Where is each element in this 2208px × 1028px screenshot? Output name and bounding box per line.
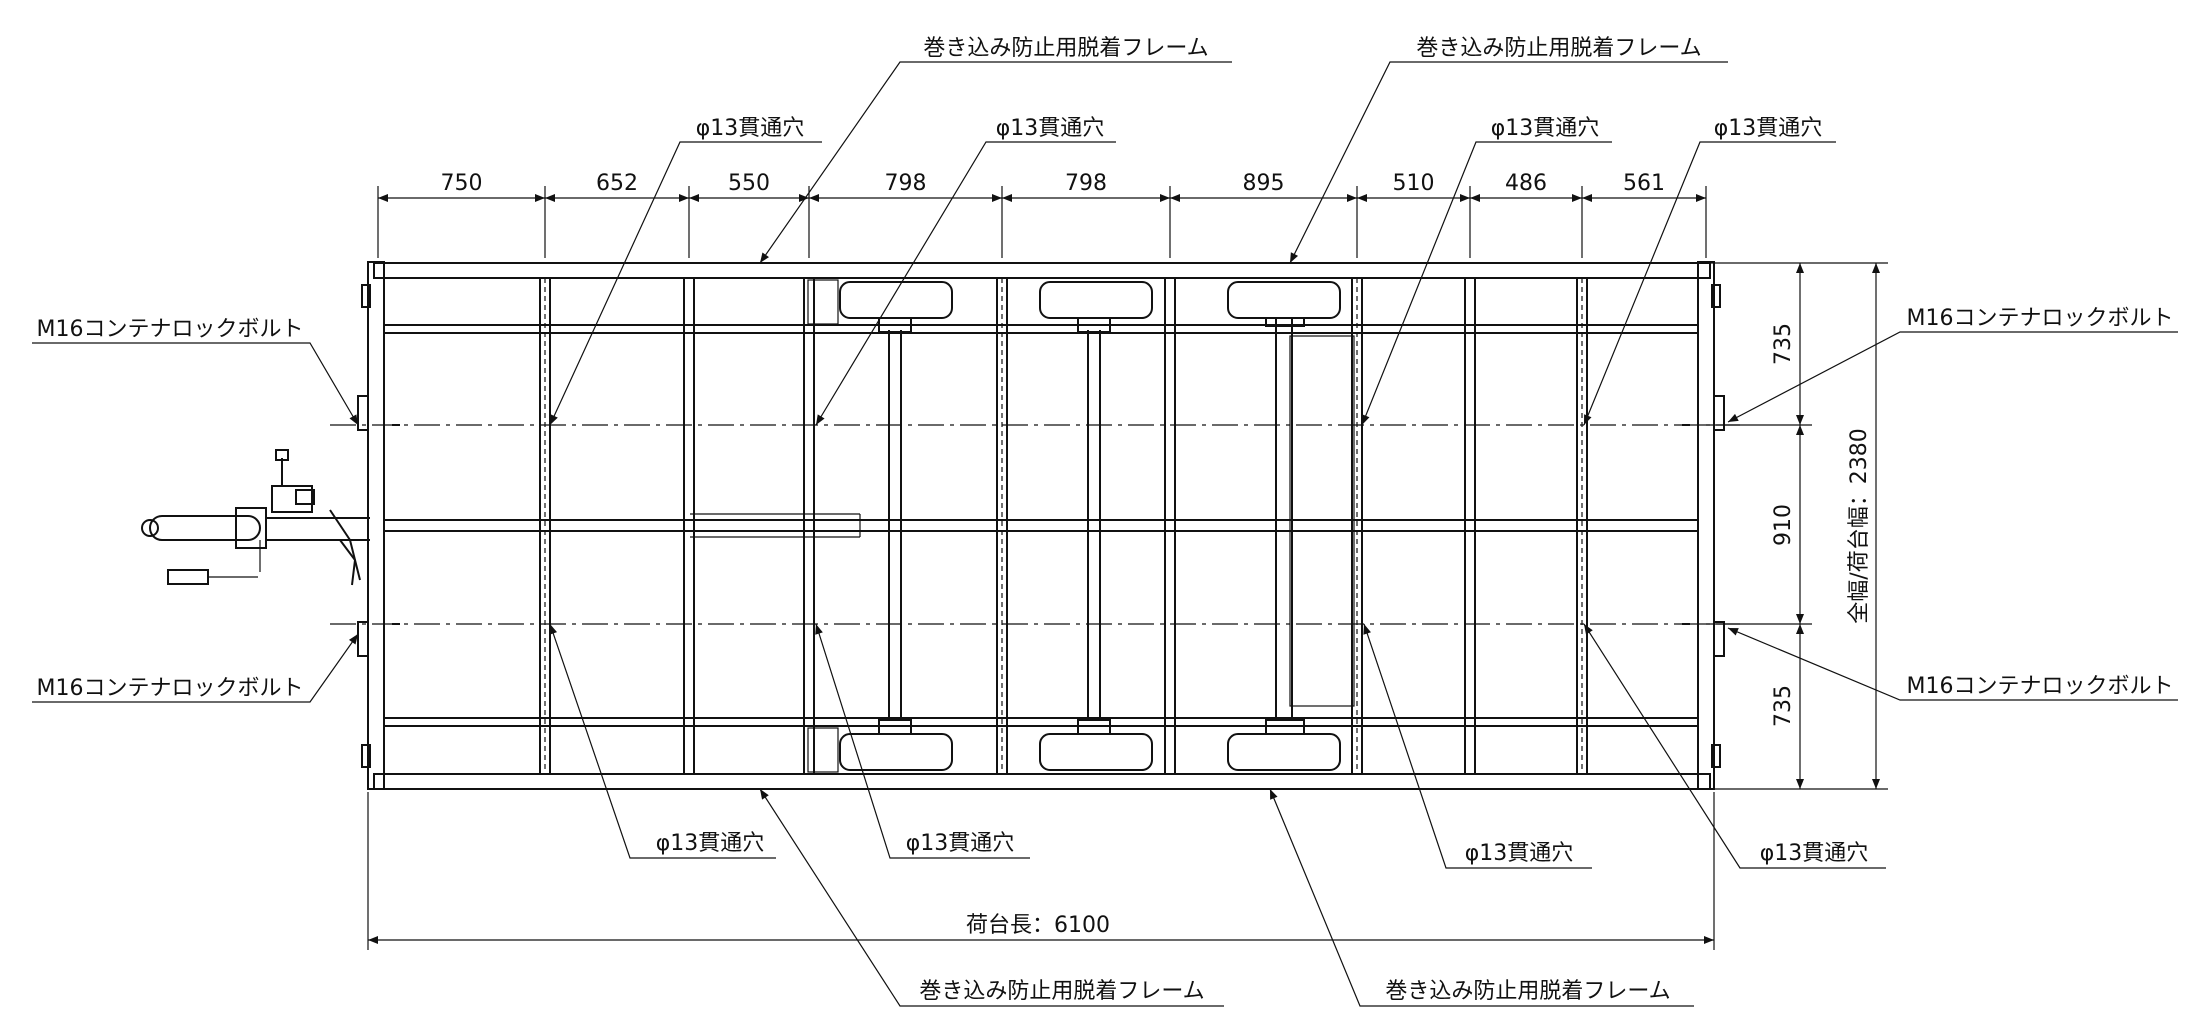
label-hole-bottom-4: φ13貫通穴 [1760,841,1869,866]
hitch-coupler [149,515,261,541]
dim-top-1: 750 [441,171,483,196]
label-bolt-front-top: M16コンテナロックボルト [37,317,304,342]
dimensions-right: 735 910 735 全幅/荷台幅：2380 [1700,262,1888,790]
cross-members [539,278,1588,774]
label-bolt-rear-top: M16コンテナロックボルト [1907,306,2174,331]
tire-bottom-3 [1227,733,1341,771]
cross-member [1576,278,1588,774]
axles-and-wheels [807,279,1355,773]
side-rail-bottom [373,773,1711,790]
safety-chain-plug [167,569,209,585]
cross-member [539,278,551,774]
label-hole-top-4: φ13貫通穴 [1714,116,1823,141]
cross-member [1464,278,1476,774]
axle-3 [1265,311,1355,735]
label-hole-bottom-3: φ13貫通穴 [1465,841,1574,866]
tire-top-2 [1039,281,1153,319]
cross-member [803,278,815,774]
dim-right-2: 910 [1771,504,1796,546]
bolt-rear-bottom [1713,621,1725,657]
front-end-post [367,261,385,790]
dim-right-3: 735 [1771,685,1796,727]
bolt-rear-top [1713,395,1725,431]
label-bolt-rear-bottom: M16コンテナロックボルト [1907,674,2174,699]
tire-top-1 [839,281,953,319]
tow-hitch [141,449,370,586]
dim-top-3: 550 [728,171,770,196]
trailer-frame [361,261,1721,790]
label-hole-top-1: φ13貫通穴 [696,116,805,141]
side-rail-top [373,262,1711,279]
rear-end-post [1697,261,1715,790]
bolt-front-bottom [357,621,369,657]
dim-top-4: 798 [885,171,927,196]
cross-member [683,278,695,774]
axle-1 [878,317,912,735]
cross-member [996,278,1008,774]
dim-top-7: 510 [1393,171,1435,196]
dim-top-8: 486 [1505,171,1547,196]
dim-top-6: 895 [1243,171,1285,196]
tire-bottom-2 [1039,733,1153,771]
callouts: 巻き込み防止用脱着フレーム 巻き込み防止用脱着フレーム 巻き込み防止用脱着フレー… [32,36,2178,1007]
overall-width-label: 全幅/荷台幅：2380 [1847,428,1872,623]
hitch-ball [141,519,159,537]
dimension-overall-length: 荷台長：6100 [367,792,1715,950]
label-hole-bottom-1: φ13貫通穴 [656,831,765,856]
tire-bottom-1 [839,733,953,771]
label-hole-top-2: φ13貫通穴 [996,116,1105,141]
jack-stand [271,485,313,513]
label-frame-bottom-right: 巻き込み防止用脱着フレーム [1385,979,1670,1004]
dim-top-9: 561 [1623,171,1665,196]
container-lock-bolts [357,395,1725,657]
label-hole-top-3: φ13貫通穴 [1491,116,1600,141]
cross-member [1351,278,1363,774]
hitch-body [235,507,267,549]
label-hole-bottom-2: φ13貫通穴 [906,831,1015,856]
dim-top-5: 798 [1065,171,1107,196]
dim-top-2: 652 [596,171,638,196]
bolt-front-top [357,395,369,431]
label-frame-top-left: 巻き込み防止用脱着フレーム [923,36,1208,61]
overall-length-label: 荷台長：6100 [966,913,1110,938]
label-bolt-front-bottom: M16コンテナロックボルト [37,676,304,701]
label-frame-top-right: 巻き込み防止用脱着フレーム [1416,36,1701,61]
cross-member [1164,278,1176,774]
dimensions-top: 750 652 550 798 798 895 510 486 561 [377,171,1707,258]
axle-2 [1077,317,1111,735]
tire-top-3 [1227,281,1341,319]
dim-right-1: 735 [1771,323,1796,365]
label-frame-bottom-left: 巻き込み防止用脱着フレーム [919,979,1204,1004]
